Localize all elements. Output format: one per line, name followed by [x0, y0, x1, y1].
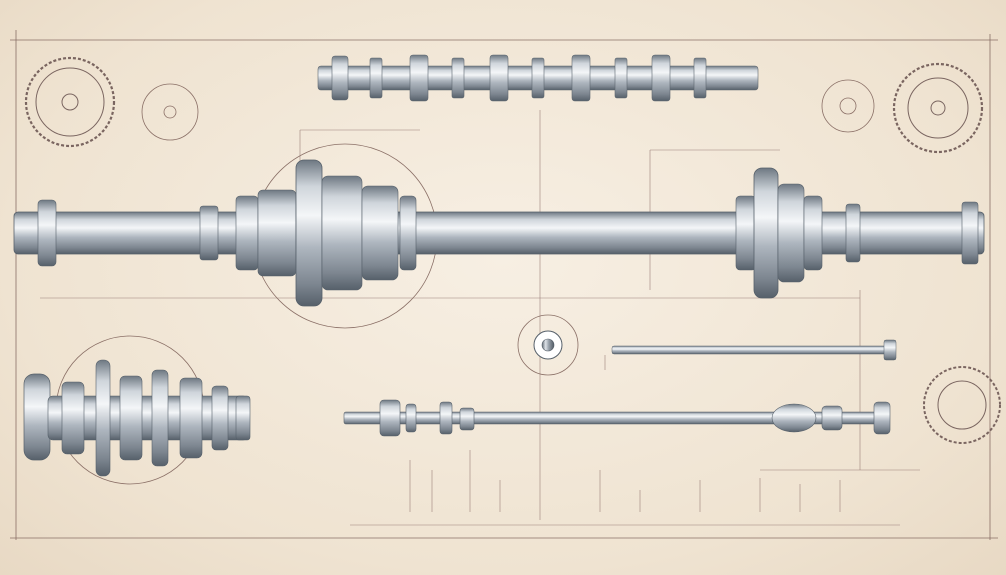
gear-small-left	[141, 83, 199, 141]
frame-lines	[10, 30, 998, 540]
lower-shaft	[343, 399, 891, 437]
main-shaft	[13, 159, 985, 307]
gear-top-right	[892, 62, 984, 154]
dimension-ticks	[409, 450, 841, 512]
top-camshaft	[317, 54, 759, 102]
gear-lower-right	[923, 366, 1001, 444]
gear-small-right	[821, 79, 875, 133]
lower-left-spool	[23, 359, 251, 477]
gear-top-left	[24, 56, 116, 148]
bearing-detail	[517, 314, 579, 376]
thin-rod	[611, 339, 897, 361]
